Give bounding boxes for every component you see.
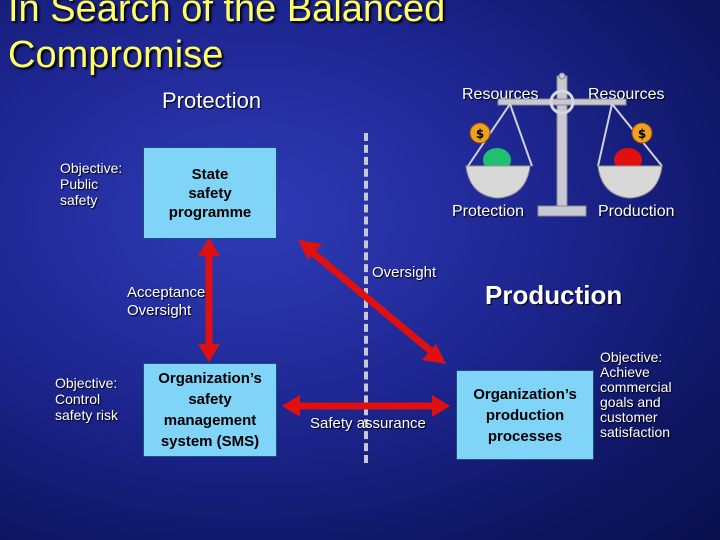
oversight-label: Oversight xyxy=(372,264,437,281)
safety-assurance-label: Safety assurance xyxy=(310,415,426,432)
safety-assurance-double-arrow xyxy=(282,395,450,417)
money-bag-left-icon: $ xyxy=(469,122,491,144)
protection-heading: Protection xyxy=(162,88,262,113)
scale-production-label: Production xyxy=(598,203,675,220)
money-bag-left-symbol: $ xyxy=(476,127,484,141)
balance-scale-icon xyxy=(467,72,663,217)
slide-title: In Search of the Balanced Compromise xyxy=(8,0,446,76)
acceptance-oversight-label: Acceptance Oversight xyxy=(127,284,206,319)
production-heading: Production xyxy=(485,280,623,310)
money-bag-right-icon: $ xyxy=(631,122,653,144)
vertical-double-arrow xyxy=(198,238,220,362)
production-bowl-icon xyxy=(597,148,663,199)
oversight-double-arrow xyxy=(298,240,446,364)
objective-control-safety-risk: Objective: Control safety risk xyxy=(55,375,119,423)
state-safety-programme-box: State safety programme xyxy=(143,147,277,239)
money-bag-right-symbol: $ xyxy=(638,127,646,141)
scale-protection-label: Protection xyxy=(452,203,525,220)
objective-commercial-goals: Objective: Achieve commercial goals and … xyxy=(600,349,672,440)
organization-sms-box: Organization’s safety management system … xyxy=(143,363,277,457)
objective-public-safety: Objective: Public safety xyxy=(60,160,123,208)
organization-production-box: Organization’s production processes xyxy=(456,370,594,460)
protection-bowl-icon xyxy=(465,148,531,199)
